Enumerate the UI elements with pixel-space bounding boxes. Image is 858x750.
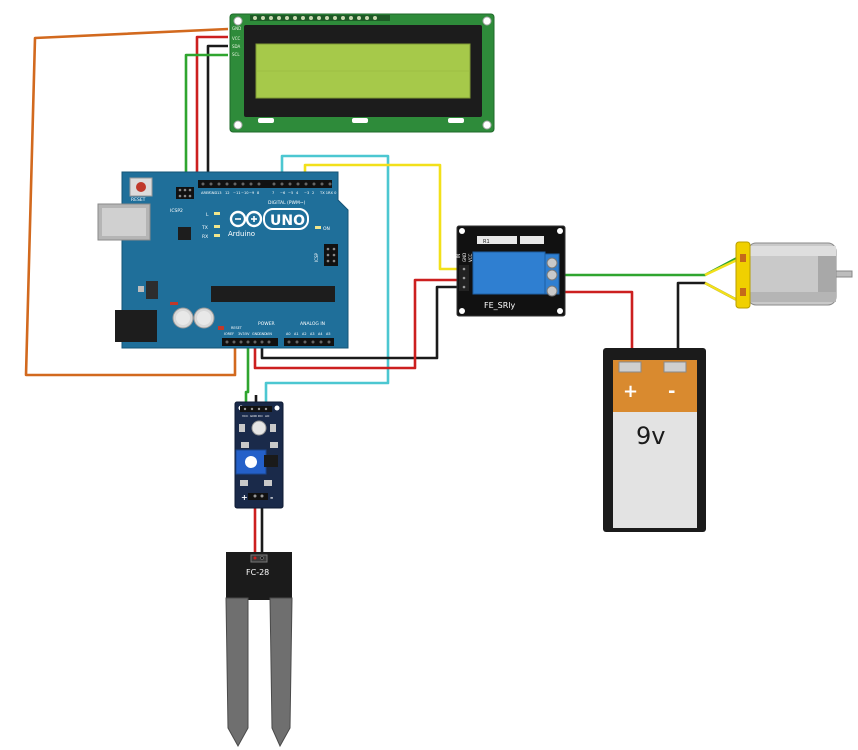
soil-sensor-module: VCC GND DO AO + -: [234, 401, 284, 509]
power-label: POWER: [258, 321, 275, 327]
reset-label: RESET: [131, 197, 146, 203]
pin-a1: A1: [294, 332, 298, 336]
battery-plus: +: [623, 381, 638, 402]
relay-name: FE_SRly: [484, 301, 516, 310]
sensor-plus: +: [241, 493, 248, 502]
lcd-pin-gnd: GND: [232, 26, 241, 31]
wire-red-battery: [553, 290, 634, 362]
led-l-label: L: [206, 212, 209, 218]
pin-a0: A0: [286, 332, 290, 336]
pin-gnd-2: GND: [259, 332, 267, 336]
pin-4: 4: [296, 191, 299, 195]
wire-green-sensor-vcc: [244, 342, 250, 408]
pin-8: 8: [257, 191, 260, 195]
icsp2-label: ICSP2: [170, 208, 183, 214]
wire-yellow-motor-a: [704, 258, 738, 277]
soil-probe: FC-28: [225, 552, 293, 748]
wire-yellow-motor-b: [704, 281, 738, 302]
model-label: UNO: [270, 213, 305, 229]
lcd-pin-scl: SCL: [232, 52, 240, 57]
pin-rx0: RX 0: [328, 191, 337, 195]
probe-name: FC-28: [246, 568, 269, 577]
pin-9: ~9: [249, 191, 255, 195]
digital-label: DIGITAL (PWM~): [268, 200, 306, 206]
wire-black-lcd-sda: [206, 44, 228, 185]
icsp-label: ICSP: [314, 252, 319, 262]
wire-red-relay-vcc: [253, 278, 458, 370]
lcd-pin-sda: SDA: [232, 44, 241, 49]
sensor-minus: -: [270, 493, 273, 502]
pin-3v3: 3V3: [238, 332, 245, 336]
wire-orange-gnd: [24, 27, 237, 377]
pin-a3: A3: [310, 332, 314, 336]
pin-5: ~5: [288, 191, 293, 195]
pin-aref: AREF: [201, 191, 210, 195]
sensor-pin-ao: AO: [265, 414, 270, 418]
pin-a4: A4: [318, 332, 322, 336]
pin-a2: A2: [302, 332, 306, 336]
battery-label: 9v: [636, 422, 665, 450]
pin-tx1: TX 1: [319, 191, 328, 195]
pin-gnd-1: GND: [252, 332, 260, 336]
sensor-pin-vcc: VCC: [242, 414, 248, 418]
pin-2: 2: [312, 191, 314, 195]
arduino-logo: UNO Arduino: [228, 208, 309, 238]
dc-motor: [735, 241, 853, 309]
lcd-pin-vcc: VCC: [232, 36, 241, 41]
tx-label: TX: [201, 225, 208, 231]
rx-label: RX: [202, 234, 208, 240]
pin-reset: RESET: [231, 326, 243, 330]
relay-pin-gnd: GND: [462, 253, 467, 262]
analog-label: ANALOG IN: [300, 321, 325, 327]
lcd-module: GND VCC SDA SCL: [229, 13, 495, 133]
brand-label: Arduino: [228, 230, 255, 238]
pin-3: ~3: [304, 191, 309, 195]
pin-ioref: IOREF: [224, 332, 234, 336]
battery-9v: + - 9v: [603, 348, 706, 532]
relay-pin-in: IN: [456, 254, 461, 258]
wires: [24, 27, 738, 560]
wire-cyan-signal: [264, 154, 390, 408]
wire-yellow-relay-in: [303, 163, 458, 271]
relay-module: R1 IN GND VCC FE_SRly: [456, 225, 566, 317]
relay-r1-label: R1: [483, 239, 490, 245]
sensor-pin-do: DO: [258, 414, 263, 418]
pin-5v: 5V: [245, 332, 250, 336]
pin-vin: VIN: [266, 332, 272, 336]
relay-pin-vcc: VCC: [468, 253, 473, 262]
pin-a5: A5: [326, 332, 330, 336]
pin-12: 12: [225, 191, 230, 195]
wire-red-lcd-vcc: [195, 35, 228, 185]
sensor-pin-gnd: GND: [250, 414, 258, 418]
pin-7: 7: [272, 191, 274, 195]
pin-6: ~6: [280, 191, 286, 195]
pin-10: ~10: [241, 191, 249, 195]
pin-gnd-top: GND: [209, 191, 217, 195]
on-label: ON: [323, 226, 330, 232]
battery-minus: -: [668, 381, 675, 402]
wire-green-lcd-scl: [184, 53, 228, 185]
wire-black-relay-gnd: [260, 285, 458, 360]
pin-13: 13: [217, 191, 222, 195]
arduino-uno: RESET ICSP2 AREF GND 13 12 ~11 ~10 ~9 8 …: [97, 171, 349, 349]
pin-11: ~11: [233, 191, 241, 195]
